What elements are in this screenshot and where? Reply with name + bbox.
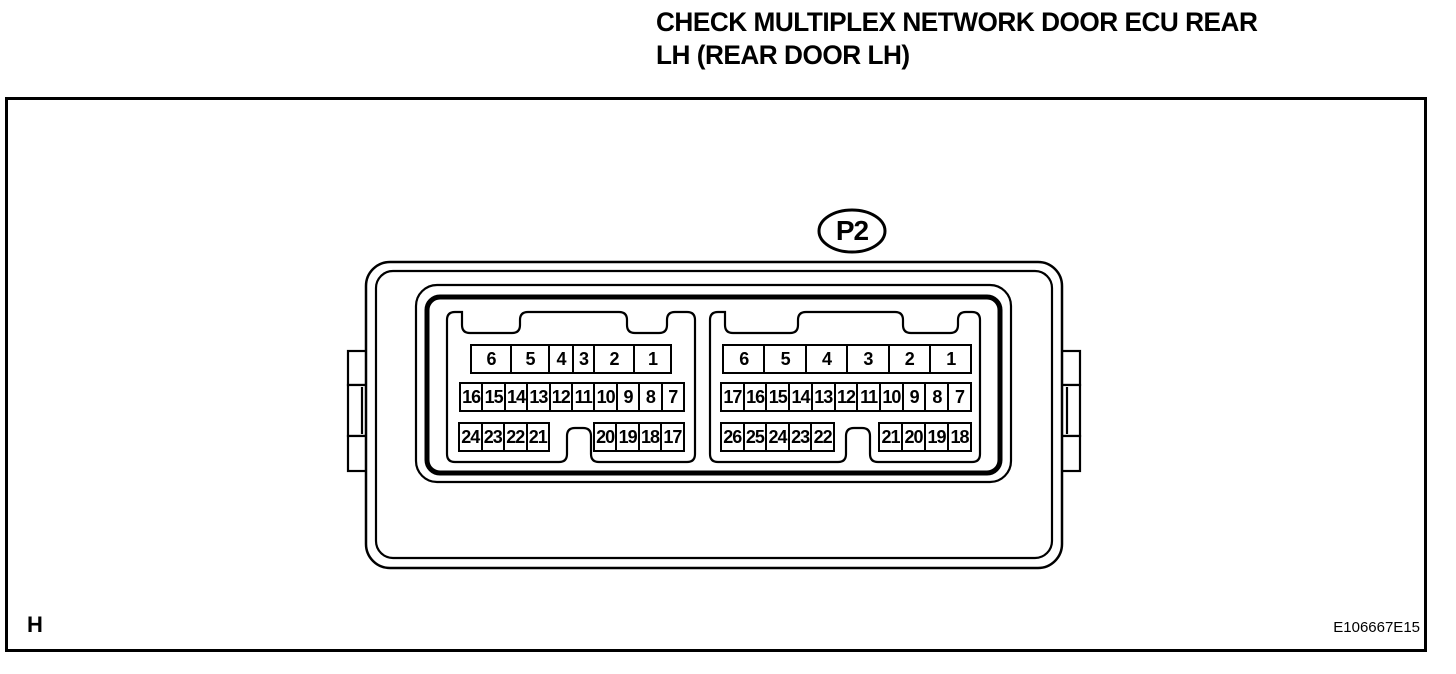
pin-cell: 18 [637,422,663,452]
pin-cell: 5 [763,344,807,374]
page-title: CHECK MULTIPLEX NETWORK DOOR ECU REAR LH… [656,6,1393,72]
pin-cell: 20 [901,422,926,452]
pin-cell: 3 [572,344,595,374]
page-title-line1: CHECK MULTIPLEX NETWORK DOOR ECU REAR [656,7,1258,37]
pin-cell: 2 [593,344,635,374]
pin-cell: 8 [924,382,950,412]
footer-h-label: H [27,612,43,637]
pin-cell: 9 [901,382,927,412]
pin-cell: 24 [458,422,483,452]
page-title-line2: LH (REAR DOOR LH) [656,40,910,70]
pin-cell: 11 [571,382,596,412]
pin-cell: 25 [742,422,768,452]
pin-cell: 20 [593,422,618,452]
pin-cell: 23 [480,422,505,452]
pin-cell: 5 [510,344,550,374]
pin-cell: 11 [856,382,882,412]
pin-cell: 1 [633,344,672,374]
pin-cell: 10 [593,382,618,412]
pin-cell: 22 [810,422,835,452]
figure-frame [5,97,1427,652]
pin-cell: 17 [720,382,745,412]
pin-cell: 22 [503,422,528,452]
pin-cell: 13 [810,382,836,412]
pin-cell: 15 [481,382,506,412]
pin-cell: 8 [638,382,663,412]
pin-cell: 7 [660,382,685,412]
pin-cell: 1 [929,344,973,374]
connector-label: P2 [835,215,869,246]
figure-code: E106667E15 [1333,619,1420,636]
pin-cell: 19 [615,422,640,452]
pin-cell: 24 [765,422,790,452]
pin-cell: 4 [548,344,574,374]
pin-cell: 15 [765,382,791,412]
pin-cell: 9 [615,382,641,412]
pin-cell: 17 [660,422,685,452]
pin-cell: 16 [459,382,484,412]
pin-cell: 14 [503,382,529,412]
pin-cell: 6 [722,344,766,374]
pin-cell: 21 [525,422,550,452]
pin-cell: 7 [947,382,972,412]
pin-cell: 12 [548,382,573,412]
pin-cell: 16 [742,382,768,412]
pin-cell: 14 [788,382,813,412]
pin-cell: 19 [924,422,949,452]
pin-cell: 10 [879,382,904,412]
pin-cell: 13 [526,382,551,412]
pin-cell: 4 [804,344,849,374]
pin-cell: 2 [887,344,931,374]
pin-cell: 6 [470,344,512,374]
pin-cell: 12 [833,382,859,412]
pin-cell: 3 [846,344,890,374]
pin-cell: 23 [787,422,813,452]
pin-cell: 26 [720,422,745,452]
pin-cell: 21 [878,422,903,452]
pin-cell: 18 [947,422,972,452]
